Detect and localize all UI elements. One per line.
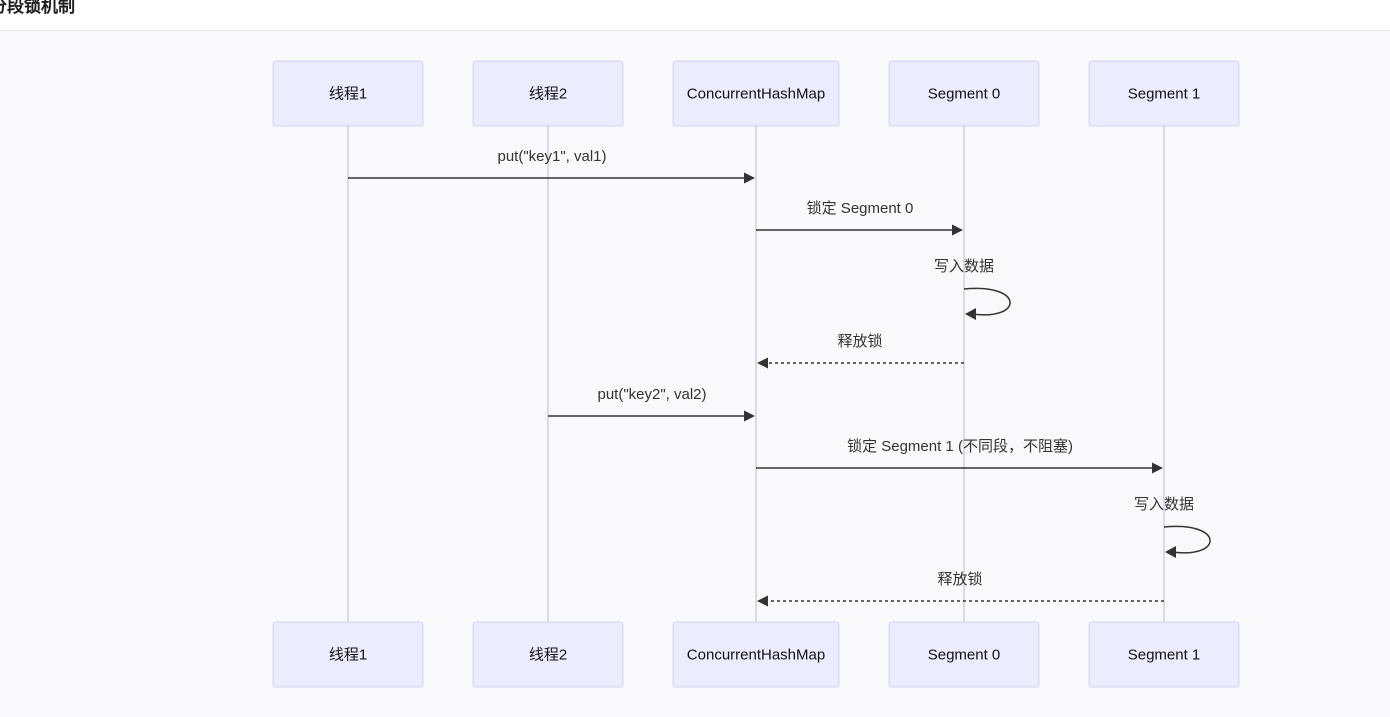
message-7: 写入数据 — [1134, 496, 1211, 558]
participant-box — [1088, 60, 1240, 127]
sequence-diagram: 线程1线程1线程2线程2ConcurrentHashMapConcurrentH… — [272, 60, 1240, 688]
participant-s0-top: Segment 0 — [888, 60, 1040, 127]
participant-box — [472, 621, 624, 688]
participant-label: 线程2 — [529, 647, 567, 664]
participant-chm-bottom: ConcurrentHashMap — [672, 621, 840, 688]
participant-chm-top: ConcurrentHashMap — [672, 60, 840, 127]
message-2: 锁定 Segment 0 — [756, 200, 963, 236]
participant-box — [472, 60, 624, 127]
participant-t1-bottom: 线程1 — [272, 621, 424, 688]
participant-label: Segment 0 — [928, 86, 1001, 103]
message-label: 锁定 Segment 1 (不同段，不阻塞) — [847, 437, 1073, 455]
message-1: put("key1", val1) — [348, 148, 755, 184]
arrowhead — [744, 172, 755, 184]
message-8: 释放锁 — [757, 571, 1164, 607]
arrowhead — [952, 224, 963, 236]
participant-label: 线程2 — [529, 86, 567, 103]
message-label: 释放锁 — [937, 571, 982, 588]
message-label: 写入数据 — [1134, 496, 1194, 513]
participant-box — [272, 60, 424, 127]
participant-label: Segment 1 — [1128, 86, 1201, 103]
participant-t1-top: 线程1 — [272, 60, 424, 127]
message-label: 锁定 Segment 0 — [807, 200, 914, 217]
message-label: put("key2", val2) — [597, 386, 706, 403]
participant-s0-bottom: Segment 0 — [888, 621, 1040, 688]
participant-box — [672, 621, 840, 688]
participant-label: 线程1 — [329, 86, 367, 103]
arrowhead — [757, 595, 768, 607]
self-message-loop — [1163, 525, 1211, 554]
lifelines — [347, 126, 1165, 622]
message-label: put("key1", val1) — [497, 148, 606, 165]
participant-label: 线程1 — [329, 647, 367, 664]
participant-box — [888, 60, 1040, 127]
arrowhead — [744, 410, 755, 422]
arrowhead — [1152, 462, 1163, 474]
self-message-loop — [963, 287, 1011, 316]
message-6: 锁定 Segment 1 (不同段，不阻塞) — [756, 437, 1163, 474]
participants: 线程1线程1线程2线程2ConcurrentHashMapConcurrentH… — [272, 60, 1240, 688]
participant-label: ConcurrentHashMap — [687, 86, 825, 103]
arrowhead — [757, 357, 768, 369]
participant-box — [888, 621, 1040, 688]
top-bar: 分段锁机制 — [0, 0, 1390, 31]
message-5: put("key2", val2) — [548, 386, 755, 422]
message-4: 释放锁 — [757, 333, 964, 369]
messages: put("key1", val1)锁定 Segment 0写入数据释放锁put(… — [348, 148, 1211, 607]
message-label: 释放锁 — [837, 333, 882, 350]
participant-label: Segment 0 — [928, 647, 1001, 664]
participant-box — [272, 621, 424, 688]
participant-t2-bottom: 线程2 — [472, 621, 624, 688]
participant-box — [672, 60, 840, 127]
participant-s1-bottom: Segment 1 — [1088, 621, 1240, 688]
participant-s1-top: Segment 1 — [1088, 60, 1240, 127]
arrowhead — [1165, 546, 1176, 558]
participant-t2-top: 线程2 — [472, 60, 624, 127]
participant-label: Segment 1 — [1128, 647, 1201, 664]
message-3: 写入数据 — [934, 258, 1011, 320]
message-label: 写入数据 — [934, 258, 994, 275]
arrowhead — [965, 308, 976, 320]
participant-label: ConcurrentHashMap — [687, 647, 825, 664]
section-heading: 分段锁机制 — [0, 0, 75, 17]
participant-box — [1088, 621, 1240, 688]
